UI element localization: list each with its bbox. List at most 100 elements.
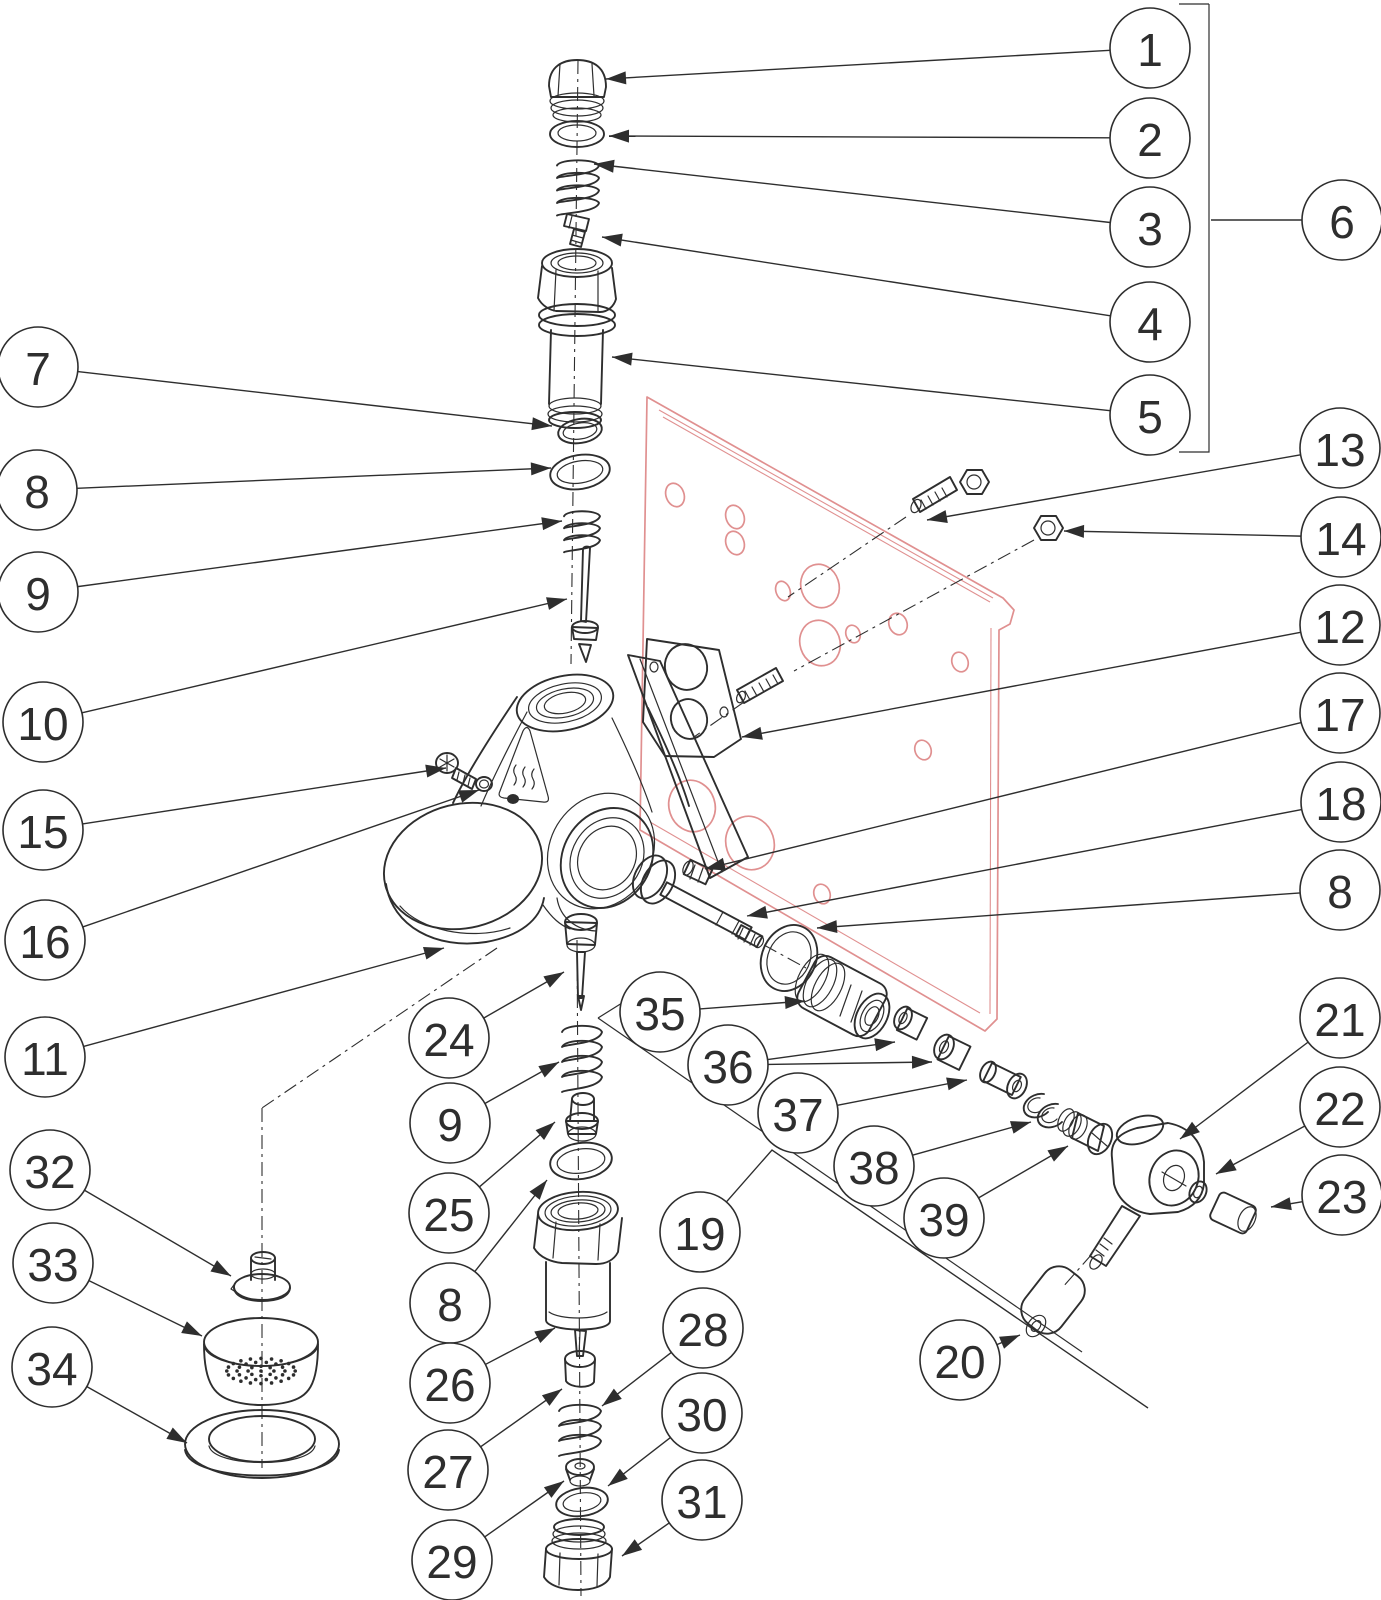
centerline-panel-stud [693,701,745,738]
callout-circle-29 [411,1519,493,1600]
callout-circle-32 [9,1129,91,1211]
leader-line-12 [741,631,1301,738]
screen-hole [235,1369,239,1373]
part-bottom-oring [555,1486,609,1518]
callout-30: 30 [661,1372,743,1454]
callout-label-12: 12 [1314,601,1365,653]
leader-line-9 [77,520,563,588]
part-group-oring [549,453,611,491]
callout-circle-31 [661,1459,743,1541]
callout-27: 27 [407,1429,489,1511]
part-bottom-plug [543,1518,613,1591]
callout-label-23: 23 [1316,1171,1367,1223]
leader-line-18 [746,808,1302,917]
callout-circle-34 [11,1326,93,1408]
screen-hole [280,1373,285,1377]
part-nut-14 [1033,515,1064,541]
leader-line-27 [480,1388,563,1448]
part-lower-oring [549,1141,613,1181]
part-valve-stem [571,545,599,663]
callout-label-31: 31 [676,1476,727,1528]
leader-line-8 [76,467,552,489]
screen-hole [248,1357,253,1361]
screen-hole [259,1369,263,1373]
callout-9: 9 [0,551,79,633]
callout-label-21: 21 [1314,994,1365,1046]
leader-line-31 [621,1522,670,1557]
screen-hole [268,1365,272,1370]
centerline-portafilter-diagonal [261,947,498,1109]
screw-hole-dot [507,794,519,804]
callout-label-22: 22 [1314,1083,1365,1135]
callout-3: 3 [1109,186,1191,268]
part-panel-gasket-plate [642,638,742,758]
part-screw-seal [475,776,493,792]
part-port-oring [759,924,819,992]
part-shower-screw [230,1251,291,1302]
callout-circle-4 [1109,281,1191,363]
callout-circle-8 [1299,849,1381,931]
screen-hole [239,1379,243,1383]
leader-line-1 [605,49,1111,80]
callout-label-8: 8 [1327,866,1353,918]
part-spacer-a [893,1005,929,1041]
screen-hole [244,1362,248,1366]
screen-hole [225,1369,229,1373]
part-poppet [564,1329,596,1388]
callout-label-36: 36 [702,1041,753,1093]
leader-arrowhead [541,517,562,531]
callout-circle-15 [2,789,84,871]
callout-28: 28 [662,1287,744,1369]
callout-6: 6 [1301,179,1381,261]
leader-line-20 [996,1334,1021,1346]
screen-hole [286,1361,291,1366]
callout-label-16: 16 [19,916,70,968]
callout-label-24: 24 [423,1014,474,1066]
part-check-valve-fitting [794,953,891,1040]
screen-hole [253,1377,258,1382]
part-seat-ring [557,417,603,445]
part-shower-screen [203,1317,319,1406]
callout-11: 11 [4,1016,86,1098]
callout-label-6: 6 [1329,196,1355,248]
screen-hole [264,1377,269,1382]
callout-circle-10 [2,681,84,763]
leader-line-22 [1215,1125,1306,1175]
centerline-stud-13 [787,516,907,598]
leader-arrowhead [457,790,479,803]
leader-arrowhead [612,352,633,366]
callout-circle-6 [1301,179,1381,261]
centerline-top-column [570,59,579,665]
callout-label-3: 3 [1137,203,1163,255]
screen-hole [237,1365,242,1369]
leader-line-36 [767,1041,896,1061]
callout-circle-35 [619,971,701,1053]
leader-arrowhead [602,233,623,247]
part-spring-9-top [563,510,601,554]
callout-circle-23 [1301,1154,1381,1236]
leader-line-11 [83,947,445,1048]
screen-hole [226,1365,231,1369]
panel-holes [664,482,970,905]
leader-line-9 [484,1061,560,1105]
part-group-gasket [184,1409,340,1479]
callout-29: 29 [411,1519,493,1600]
screen-hole [226,1373,231,1377]
wedge-line-a [597,1002,623,1019]
callout-9: 9 [409,1082,491,1164]
part-spout-tip [1020,1265,1086,1338]
callout-label-30: 30 [676,1389,727,1441]
callout-16: 16 [4,899,86,981]
callout-label-14: 14 [1315,513,1366,565]
callout-33: 33 [12,1222,94,1304]
screen-hole [283,1369,287,1373]
callout-label-38: 38 [848,1142,899,1194]
callout-1: 1 [1109,7,1191,89]
leader-line-10 [81,598,568,714]
leader-arrowhead [210,1260,231,1276]
leader-line-5 [611,356,1111,412]
callout-label-4: 4 [1137,298,1163,350]
screen-hole [244,1376,248,1380]
leader-lines [76,49,1309,1557]
leader-line-4 [601,236,1111,317]
